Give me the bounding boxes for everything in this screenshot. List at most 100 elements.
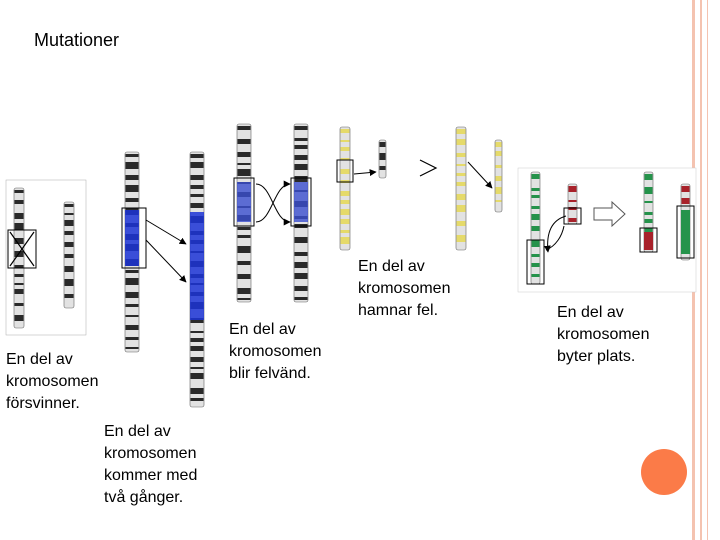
chromosome-band — [295, 273, 308, 279]
chromosome-band — [295, 138, 308, 141]
chromosome-band — [341, 147, 350, 151]
caption-insertion: En del av kromosomen hamnar fel. — [358, 256, 450, 322]
chromosome-band — [532, 240, 540, 247]
chromosome-band — [532, 214, 540, 220]
chromosome-band — [15, 283, 24, 285]
chromosome-band — [295, 297, 308, 300]
chromosome-band — [238, 139, 251, 144]
chromosome-band — [191, 373, 204, 379]
chromosome-band — [191, 154, 204, 158]
caption-deletion-line-3: försvinner. — [6, 393, 98, 415]
chromosome-band — [532, 188, 540, 191]
chromosome-band — [457, 139, 466, 145]
caption-insertion-line-2: kromosomen — [358, 278, 450, 300]
insertion-arrow-1 — [354, 172, 376, 174]
chromosome-band — [238, 152, 251, 157]
translocation-moved-green-band — [681, 210, 690, 254]
caption-duplication-line-1: En del av — [104, 421, 197, 443]
chromosome-band — [645, 201, 653, 203]
chromosome-band — [457, 153, 466, 157]
chromosome-band — [238, 126, 251, 130]
caption-translocation-line-3: byter plats. — [557, 346, 649, 368]
chromosome-band — [65, 213, 74, 215]
chromosome-band — [380, 166, 386, 170]
chromosome-band — [65, 231, 74, 235]
duplication-band-1 — [190, 212, 204, 266]
caption-duplication-line-3: kommer med — [104, 465, 197, 487]
chromosome-band — [682, 186, 690, 192]
chromosome-band — [126, 175, 139, 180]
duplication-band-2 — [190, 266, 204, 320]
insertion-result-chromosome — [495, 140, 502, 212]
chromosome-band — [532, 254, 540, 257]
chromosome-band — [569, 200, 577, 202]
insertion-source-chromosome — [340, 127, 350, 250]
chromosome-band — [191, 203, 204, 208]
chromosome-band — [126, 315, 139, 317]
chromosome-band — [126, 304, 139, 307]
chromosome-band — [295, 145, 308, 149]
chromosome-band — [496, 200, 502, 202]
chromosome-band — [126, 337, 139, 340]
caption-insertion-line-3: hamnar fel. — [358, 300, 450, 322]
chromosome-band — [126, 347, 139, 349]
insertion-mutated-chromosome — [456, 127, 466, 250]
caption-deletion-line-1: En del av — [6, 349, 98, 371]
chromosome-band — [645, 187, 653, 194]
chromosome-band — [15, 289, 24, 294]
chromosome-band — [682, 198, 690, 204]
chromosome-band — [15, 213, 24, 219]
chromosome-band — [191, 185, 204, 189]
insertion-small-chromosome — [379, 140, 386, 178]
chromosome-band — [238, 169, 251, 176]
translocation-red-chromosome-1 — [568, 184, 577, 224]
chromosome-band — [457, 205, 466, 212]
chromosome-band — [295, 176, 308, 182]
chromosome-body — [456, 127, 466, 250]
chromosome-band — [238, 235, 251, 238]
chromosome-band — [191, 194, 204, 197]
chromosome-band — [341, 237, 350, 244]
chromosome-band — [569, 186, 577, 192]
chromosome-band — [341, 129, 350, 133]
chromosome-band — [238, 274, 251, 279]
inversion-source-band — [237, 182, 251, 222]
chromosome-band — [126, 162, 139, 169]
chromosome-band — [532, 206, 540, 209]
chromosome-band — [496, 165, 502, 168]
chromosome-band — [341, 200, 350, 204]
chromosome-band — [15, 223, 24, 230]
duplication-source-band — [125, 210, 139, 266]
chromosome-band — [341, 169, 350, 174]
chromosome-band — [645, 219, 653, 223]
caption-inversion: En del av kromosomen blir felvänd. — [229, 319, 321, 385]
chromosome-band — [496, 151, 502, 156]
caption-inversion-line-2: kromosomen — [229, 341, 321, 363]
chromosome-band — [191, 346, 204, 351]
chromosome-band — [238, 261, 251, 265]
translocation-green-chromosome-1 — [531, 172, 540, 284]
chromosome-band — [496, 176, 502, 181]
chromosome-band — [126, 278, 139, 285]
caption-duplication-line-2: kromosomen — [104, 443, 197, 465]
chromosome-band — [191, 162, 204, 168]
insertion-chevron — [420, 160, 436, 176]
chromosome-band — [295, 237, 308, 243]
chromosome-band — [496, 187, 502, 194]
chromosome-band — [532, 263, 540, 267]
chromosome-band — [532, 274, 540, 277]
chromosome-band — [65, 254, 74, 258]
caption-deletion-line-2: kromosomen — [6, 371, 98, 393]
chromosome-band — [65, 279, 74, 286]
chromosome-band — [65, 266, 74, 272]
chromosome-band — [295, 262, 308, 268]
chromosome-band — [341, 219, 350, 224]
chromosome-band — [457, 164, 466, 166]
chromosome-band — [295, 126, 308, 130]
caption-insertion-line-1: En del av — [358, 256, 450, 278]
inversion-arrow-2 — [256, 184, 290, 222]
caption-inversion-line-3: blir felvänd. — [229, 363, 321, 385]
chromosome-band — [126, 185, 139, 192]
caption-translocation: En del av kromosomen byter plats. — [557, 302, 649, 368]
inversion-flipped-band — [294, 182, 308, 222]
